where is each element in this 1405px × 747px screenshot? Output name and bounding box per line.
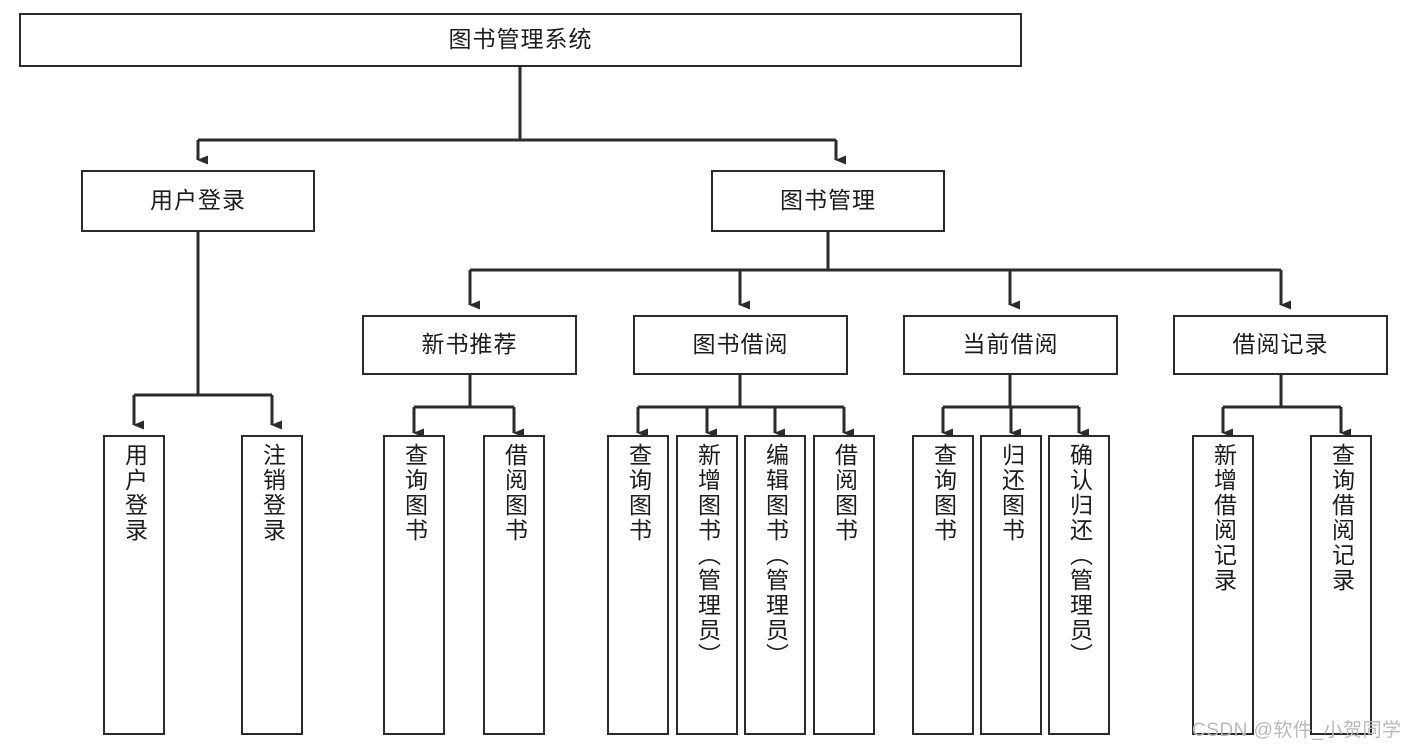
node-leaf-query-book-1-label: 查询图书 (401, 443, 428, 543)
node-leaf-query-book-3[interactable]: 查询图书 (912, 435, 974, 735)
watermark: CSDN @软件_小贺同学 (1192, 720, 1402, 741)
node-new-book-recommend-label: 新书推荐 (421, 331, 518, 358)
node-leaf-confirm-return[interactable]: 确认归还（管理员） (1048, 435, 1110, 735)
node-book-management[interactable]: 图书管理 (711, 170, 945, 232)
node-user-login[interactable]: 用户登录 (81, 170, 315, 232)
node-leaf-borrow-book-1[interactable]: 借阅图书 (483, 435, 545, 735)
node-leaf-query-book-2-label: 查询图书 (625, 443, 652, 543)
node-borrow-record[interactable]: 借阅记录 (1173, 315, 1388, 375)
node-root[interactable]: 图书管理系统 (19, 13, 1022, 67)
node-book-management-label: 图书管理 (780, 187, 876, 214)
node-new-book-recommend[interactable]: 新书推荐 (362, 315, 577, 375)
node-leaf-add-book-label: 新增图书（管理员） (694, 443, 721, 668)
node-current-borrow[interactable]: 当前借阅 (903, 315, 1118, 375)
node-leaf-edit-book-label: 编辑图书（管理员） (762, 443, 789, 668)
node-borrow-record-label: 借阅记录 (1232, 331, 1329, 358)
node-leaf-query-book-2[interactable]: 查询图书 (607, 435, 669, 735)
node-leaf-user-logout-label: 注销登录 (259, 443, 286, 543)
node-leaf-query-record-label: 查询借阅记录 (1328, 443, 1355, 593)
node-leaf-add-record-label: 新增借阅记录 (1210, 443, 1237, 593)
node-leaf-add-record[interactable]: 新增借阅记录 (1192, 435, 1254, 735)
node-leaf-user-logout[interactable]: 注销登录 (241, 435, 303, 735)
node-leaf-confirm-return-label: 确认归还（管理员） (1066, 443, 1093, 668)
node-leaf-user-login-label: 用户登录 (121, 443, 148, 543)
node-leaf-borrow-book-2-label: 借阅图书 (831, 443, 858, 543)
node-leaf-add-book[interactable]: 新增图书（管理员） (676, 435, 738, 735)
node-leaf-query-book-3-label: 查询图书 (930, 443, 957, 543)
node-leaf-return-book[interactable]: 归还图书 (980, 435, 1042, 735)
node-leaf-borrow-book-2[interactable]: 借阅图书 (813, 435, 875, 735)
node-leaf-user-login[interactable]: 用户登录 (103, 435, 165, 735)
node-user-login-label: 用户登录 (150, 187, 246, 214)
node-book-borrow[interactable]: 图书借阅 (633, 315, 848, 375)
node-book-borrow-label: 图书借阅 (692, 331, 789, 358)
node-leaf-borrow-book-1-label: 借阅图书 (501, 443, 528, 543)
node-root-label: 图书管理系统 (448, 26, 593, 53)
node-leaf-edit-book[interactable]: 编辑图书（管理员） (744, 435, 806, 735)
node-current-borrow-label: 当前借阅 (962, 331, 1059, 358)
node-leaf-return-book-label: 归还图书 (998, 443, 1025, 543)
node-leaf-query-record[interactable]: 查询借阅记录 (1310, 435, 1372, 735)
node-leaf-query-book-1[interactable]: 查询图书 (383, 435, 445, 735)
